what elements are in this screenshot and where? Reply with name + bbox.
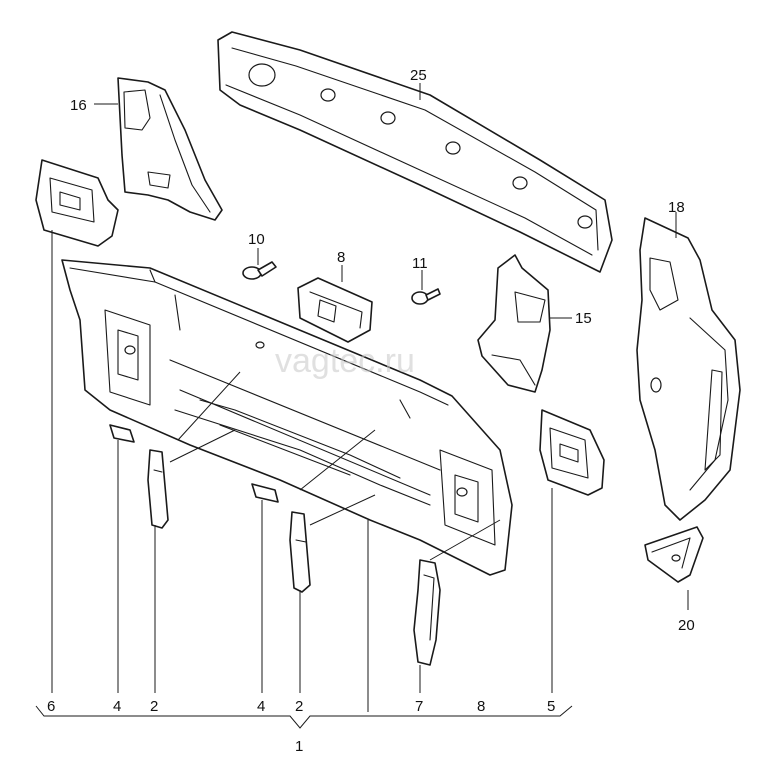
callout-bottom-4a: 4 [113,698,121,715]
callout-11: 11 [412,255,428,272]
part-2-reinforcement-right[interactable] [289,511,311,593]
part-15-right-pillar[interactable] [477,254,551,393]
callout-bottom-5: 5 [547,698,555,715]
callout-8: 8 [337,249,345,266]
part-10-bolt[interactable] [242,261,277,280]
callout-bottom-8: 8 [477,698,485,715]
callout-18: 18 [668,199,685,216]
callout-10: 10 [248,231,265,248]
part-11-screw[interactable] [411,288,441,305]
callout-bottom-4b: 4 [257,698,265,715]
part-6-left-bracket[interactable] [35,159,119,247]
part-2-reinforcement-left[interactable] [147,449,169,529]
callout-bottom-2a: 2 [150,698,158,715]
watermark: vagtec.ru [275,342,415,380]
callout-16: 16 [70,97,87,114]
part-4-clip-left[interactable] [109,424,135,443]
part-1-rear-panel-assembly[interactable] [61,259,513,576]
callout-labels: 25 16 18 10 8 11 15 20 6 4 2 4 2 7 8 5 1 [47,67,695,755]
part-7-reinforcement[interactable] [413,559,441,666]
part-5-right-bracket[interactable] [539,409,605,496]
callout-assembly-1: 1 [295,738,303,755]
callout-15: 15 [575,310,592,327]
part-20-bracket[interactable] [644,526,704,583]
callout-bottom-6: 6 [47,698,55,715]
leader-lines [35,83,689,729]
part-8-lock-bracket[interactable] [297,277,373,343]
callout-20: 20 [678,617,695,634]
part-25-upper-cross-member[interactable] [217,31,613,273]
part-18-right-pillar[interactable] [636,217,741,521]
callout-25: 25 [410,67,427,84]
part-4-clip-right[interactable] [251,483,279,503]
callout-bottom-7: 7 [415,698,423,715]
callout-bottom-2b: 2 [295,698,303,715]
part-16-left-pillar[interactable] [117,77,223,221]
